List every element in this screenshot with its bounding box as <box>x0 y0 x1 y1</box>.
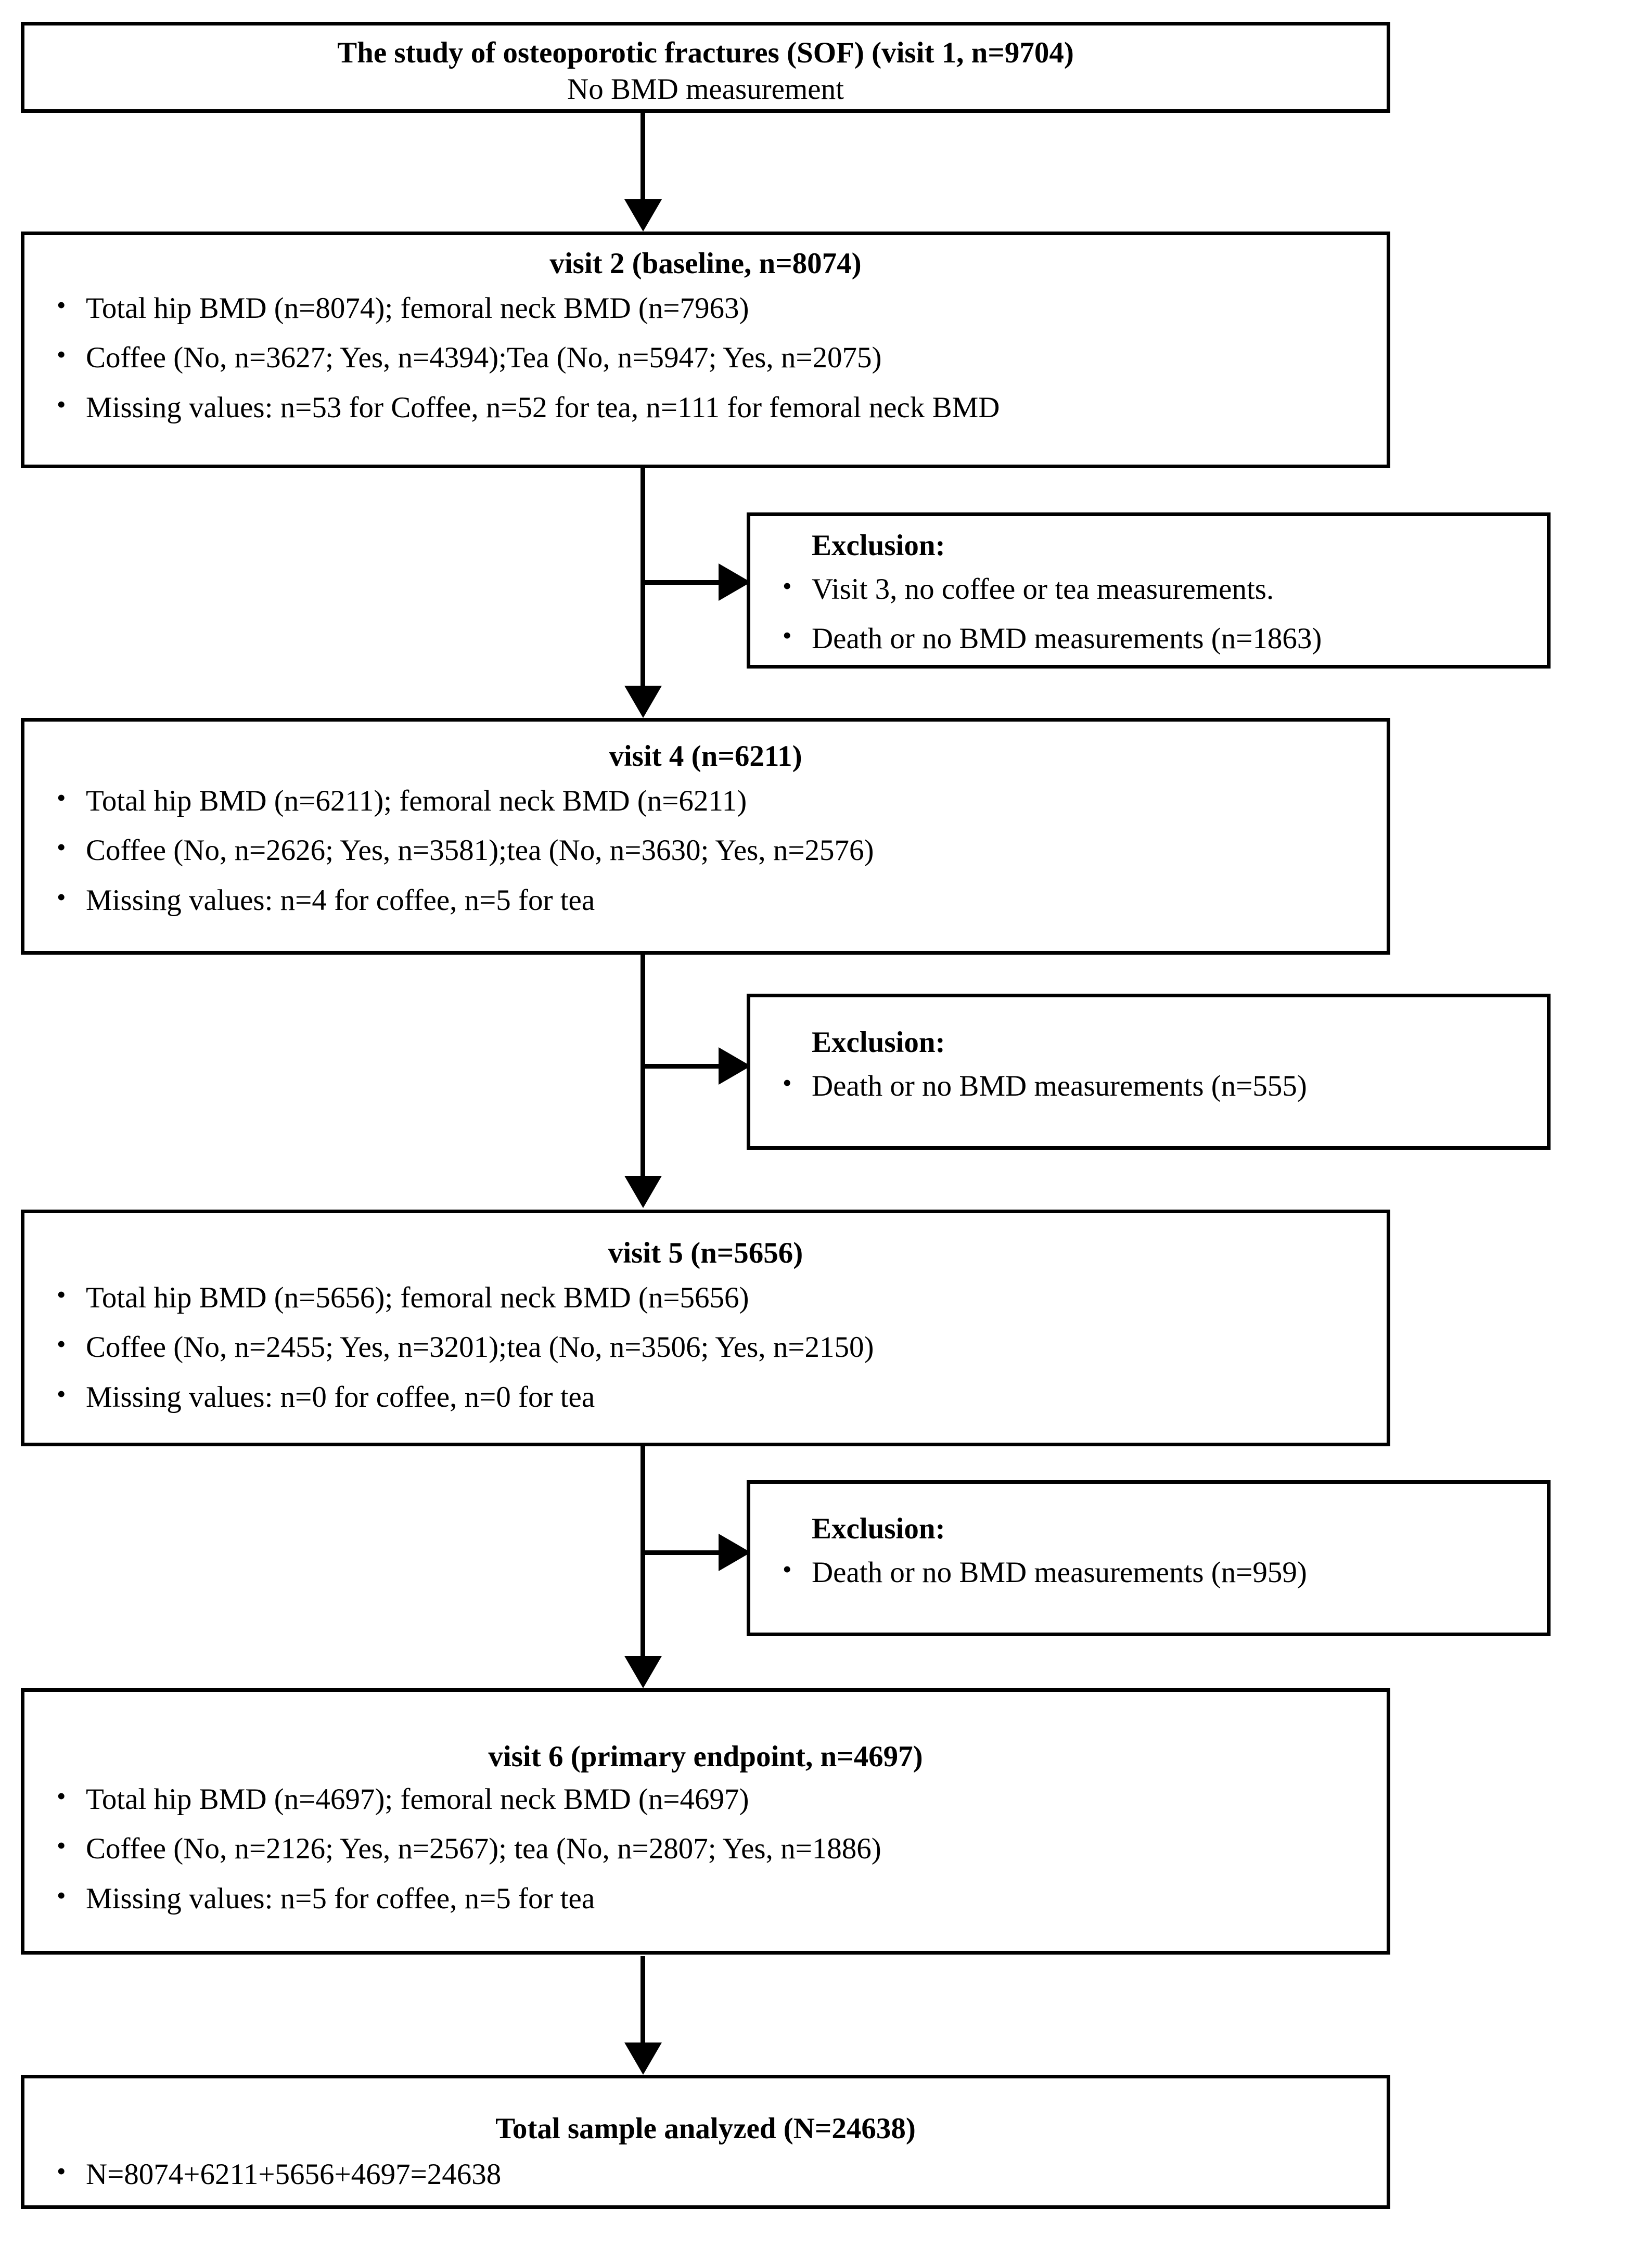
total-title: Total sample analyzed (N=24638) <box>495 2112 916 2145</box>
node-total-box: Total sample analyzed (N=24638) N=8074+6… <box>21 2075 1390 2209</box>
connector-visit6-to-total <box>641 1956 645 2045</box>
list-item: Missing values: n=0 for coffee, n=0 for … <box>24 1378 1387 1416</box>
visit4-title: visit 4 (n=6211) <box>609 740 802 773</box>
study-title: The study of osteoporotic fractures (SOF… <box>337 36 1074 69</box>
study-subtitle: No BMD measurement <box>567 72 844 106</box>
node-study-box: The study of osteoporotic fractures (SOF… <box>21 22 1390 113</box>
list-item: Visit 3, no coffee or tea measurements. <box>750 570 1547 608</box>
node-exclusion2-box: Exclusion: Death or no BMD measurements … <box>747 994 1551 1150</box>
list-item: Missing values: n=4 for coffee, n=5 for … <box>24 881 1387 919</box>
visit4-bullet-list: Total hip BMD (n=6211); femoral neck BMD… <box>24 782 1387 919</box>
exclusion3-title: Exclusion: <box>812 1512 945 1545</box>
arrow-to-exclusion2 <box>719 1047 751 1085</box>
list-item: Missing values: n=5 for coffee, n=5 for … <box>24 1880 1387 1917</box>
exclusion3-bullet-list: Death or no BMD measurements (n=959) <box>750 1553 1547 1591</box>
visit5-title: visit 5 (n=5656) <box>608 1237 803 1269</box>
node-visit5-box: visit 5 (n=5656) Total hip BMD (n=5656);… <box>21 1210 1390 1446</box>
visit6-title: visit 6 (primary endpoint, n=4697) <box>488 1740 923 1773</box>
list-item: Death or no BMD measurements (n=959) <box>750 1553 1547 1591</box>
exclusion1-bullet-list: Visit 3, no coffee or tea measurements. … <box>750 570 1547 657</box>
arrow-to-exclusion3 <box>719 1534 751 1571</box>
branch-visit5-to-exclusion3 <box>641 1550 719 1555</box>
list-item: Coffee (No, n=2455; Yes, n=3201);tea (No… <box>24 1328 1387 1366</box>
branch-visit2-to-exclusion1 <box>641 580 719 585</box>
visit5-bullet-list: Total hip BMD (n=5656); femoral neck BMD… <box>24 1279 1387 1416</box>
arrow-visit6-to-total <box>624 2043 662 2075</box>
total-bullet-list: N=8074+6211+5656+4697=24638 <box>24 2155 1387 2193</box>
arrow-to-exclusion1 <box>719 563 751 601</box>
visit2-bullet-list: Total hip BMD (n=8074); femoral neck BMD… <box>24 289 1387 426</box>
node-visit4-box: visit 4 (n=6211) Total hip BMD (n=6211);… <box>21 718 1390 955</box>
list-item: Coffee (No, n=2126; Yes, n=2567); tea (N… <box>24 1830 1387 1867</box>
list-item: Total hip BMD (n=4697); femoral neck BMD… <box>24 1780 1387 1818</box>
exclusion1-title: Exclusion: <box>812 529 945 562</box>
list-item: N=8074+6211+5656+4697=24638 <box>24 2155 1387 2193</box>
connector-study-to-visit2 <box>641 112 645 201</box>
visit6-bullet-list: Total hip BMD (n=4697); femoral neck BMD… <box>24 1780 1387 1917</box>
visit2-title: visit 2 (baseline, n=8074) <box>549 247 862 280</box>
node-exclusion3-box: Exclusion: Death or no BMD measurements … <box>747 1480 1551 1636</box>
list-item: Total hip BMD (n=8074); femoral neck BMD… <box>24 289 1387 327</box>
exclusion2-bullet-list: Death or no BMD measurements (n=555) <box>750 1067 1547 1104</box>
arrow-study-to-visit2 <box>624 199 662 232</box>
list-item: Total hip BMD (n=6211); femoral neck BMD… <box>24 782 1387 819</box>
list-item: Total hip BMD (n=5656); femoral neck BMD… <box>24 1279 1387 1316</box>
list-item: Coffee (No, n=2626; Yes, n=3581);tea (No… <box>24 831 1387 869</box>
arrow-visit2-to-visit4 <box>624 686 662 718</box>
exclusion2-title: Exclusion: <box>812 1026 945 1059</box>
arrow-visit5-to-visit6 <box>624 1656 662 1688</box>
list-item: Death or no BMD measurements (n=555) <box>750 1067 1547 1104</box>
node-visit6-box: visit 6 (primary endpoint, n=4697) Total… <box>21 1688 1390 1955</box>
list-item: Missing values: n=53 for Coffee, n=52 fo… <box>24 389 1387 426</box>
list-item: Coffee (No, n=3627; Yes, n=4394);Tea (No… <box>24 339 1387 376</box>
node-visit2-box: visit 2 (baseline, n=8074) Total hip BMD… <box>21 232 1390 468</box>
connector-visit5-to-visit6 <box>641 1433 645 1657</box>
arrow-visit4-to-visit5 <box>624 1176 662 1208</box>
list-item: Death or no BMD measurements (n=1863) <box>750 620 1547 657</box>
branch-visit4-to-exclusion2 <box>641 1064 719 1069</box>
connector-visit2-to-visit4 <box>641 466 645 687</box>
node-exclusion1-box: Exclusion: Visit 3, no coffee or tea mea… <box>747 512 1551 669</box>
